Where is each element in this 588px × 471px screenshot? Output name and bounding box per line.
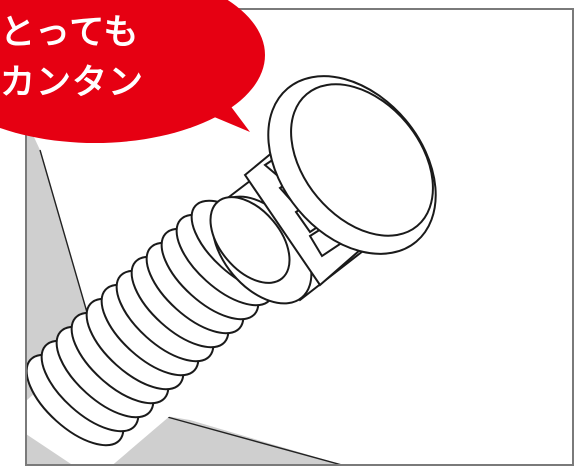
callout-line-2: カンタン <box>0 63 145 103</box>
adapter-flange <box>267 75 437 255</box>
speech-bubble <box>0 0 265 143</box>
callout-text: とっても カンタン <box>0 8 240 108</box>
callout-line-1: とっても <box>0 13 140 53</box>
frame-border <box>25 8 574 466</box>
